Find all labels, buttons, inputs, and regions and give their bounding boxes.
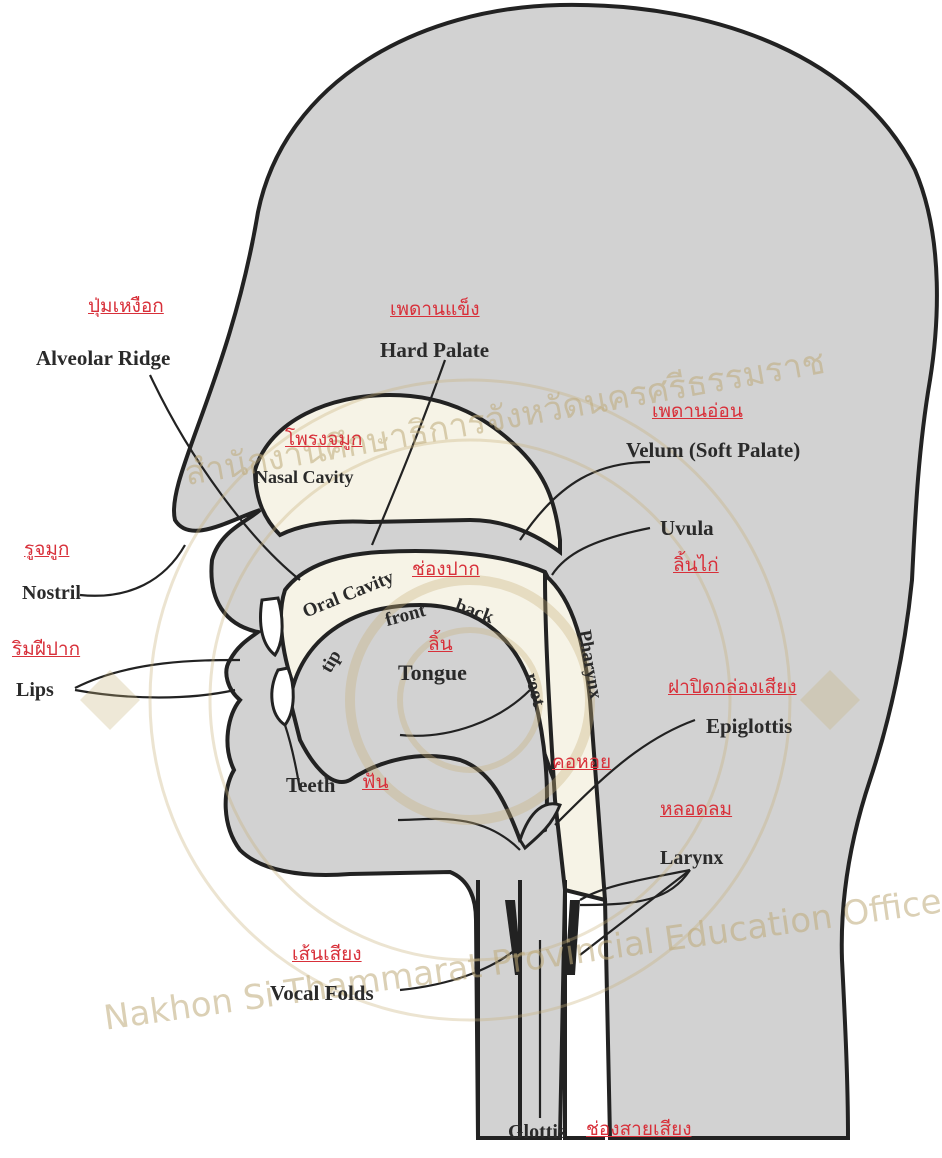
vocal-folds-th-label: เส้นเสียง <box>292 945 362 964</box>
hard-palate-th-label: เพดานแข็ง <box>390 300 480 319</box>
nostril-en-label: Nostril <box>22 583 81 603</box>
uvula-th-label: ลิ้นไก่ <box>673 556 719 575</box>
vocal-folds-en-label: Vocal Folds <box>270 983 374 1004</box>
oral-cavity-th-label: ช่องปาก <box>412 560 480 579</box>
glottis-en-label: Glottis <box>508 1122 566 1142</box>
uvula-en-label: Uvula <box>660 518 714 539</box>
larynx-en-label: Larynx <box>660 848 723 868</box>
nostril-th-label: รูจมูก <box>24 540 69 559</box>
alveolar-ridge-en-label: Alveolar Ridge <box>36 348 170 369</box>
tongue-th-label: ลิ้น <box>428 635 453 654</box>
tongue-en-label: Tongue <box>398 662 467 684</box>
glottis-th-label: ช่องสายเสียง <box>586 1120 691 1139</box>
epiglottis-en-label: Epiglottis <box>706 716 792 737</box>
velum-en-label: Velum (Soft Palate) <box>626 440 800 461</box>
throat-th-label: คอหอย <box>552 753 611 772</box>
hard-palate-en-label: Hard Palate <box>380 340 489 361</box>
alveolar-ridge-th-label: ปุ่มเหงือก <box>88 297 164 316</box>
nasal-cavity-th-label: โพรงจมูก <box>285 430 362 449</box>
epiglottis-th-label: ฝาปิดกล่องเสียง <box>668 678 797 697</box>
velum-th-label: เพดานอ่อน <box>652 402 743 421</box>
lips-th-label: ริมฝีปาก <box>12 640 80 659</box>
larynx-th-label: หลอดลม <box>660 800 732 819</box>
teeth-th-label: ฟัน <box>362 773 388 792</box>
teeth-en-label: Teeth <box>286 775 335 796</box>
nasal-cavity-en-label: Nasal Cavity <box>255 468 354 486</box>
lips-en-label: Lips <box>16 680 54 700</box>
